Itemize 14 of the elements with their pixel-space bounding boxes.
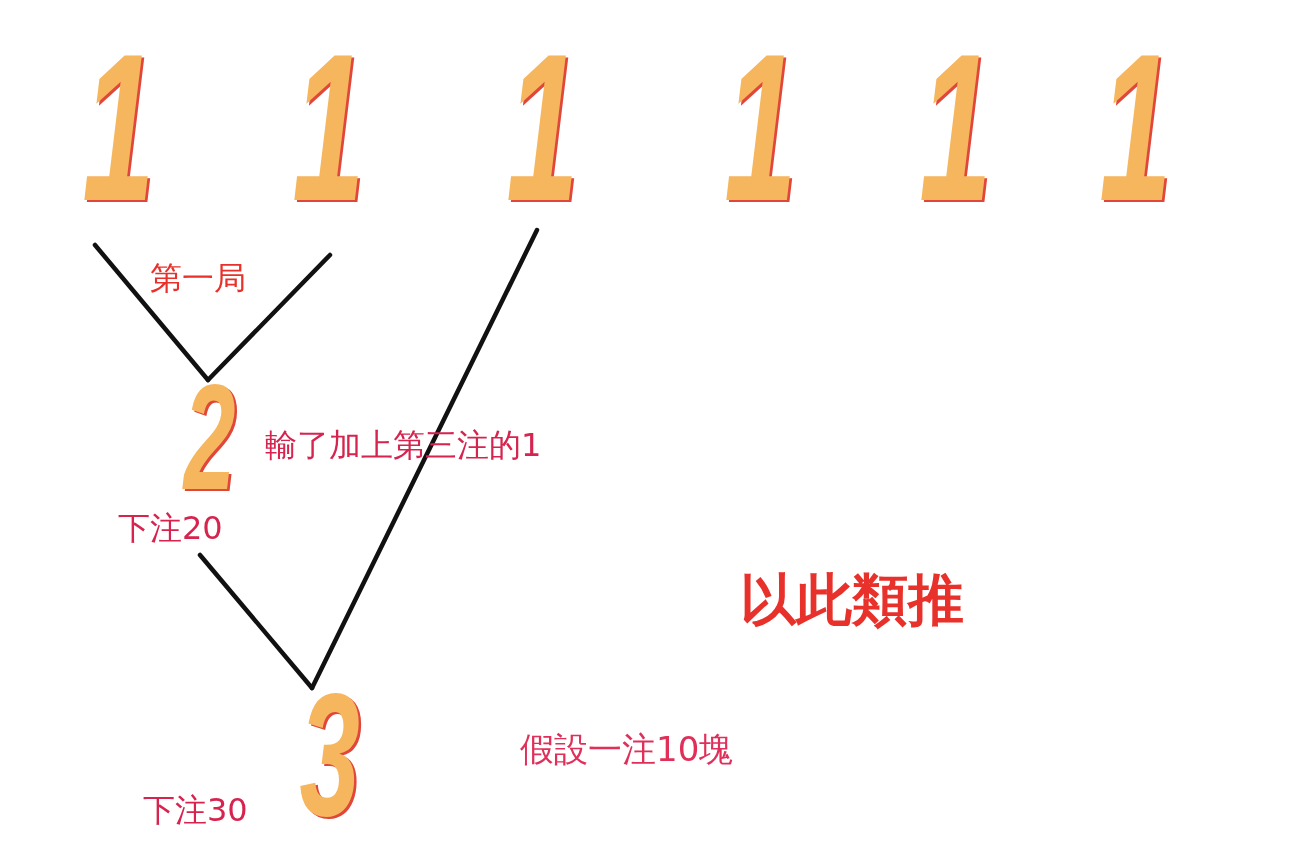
connector-line: [92, 242, 211, 383]
connector-line: [309, 227, 540, 691]
number-glyph: 1: [1098, 22, 1172, 233]
number-glyph: 1: [81, 22, 155, 233]
bet-note: 下注30: [143, 790, 248, 830]
number-glyph: 1: [505, 22, 579, 233]
annotation-text: 第一局: [150, 258, 246, 298]
annotation-text: 假設一注10塊: [520, 728, 734, 771]
number-glyph: 1: [918, 22, 992, 233]
annotation-text: 以此類推: [740, 566, 964, 634]
number-glyph: 3: [299, 667, 361, 842]
number-glyph: 1: [723, 22, 797, 233]
number-glyph: 1: [291, 22, 365, 233]
connector-line: [205, 252, 333, 383]
